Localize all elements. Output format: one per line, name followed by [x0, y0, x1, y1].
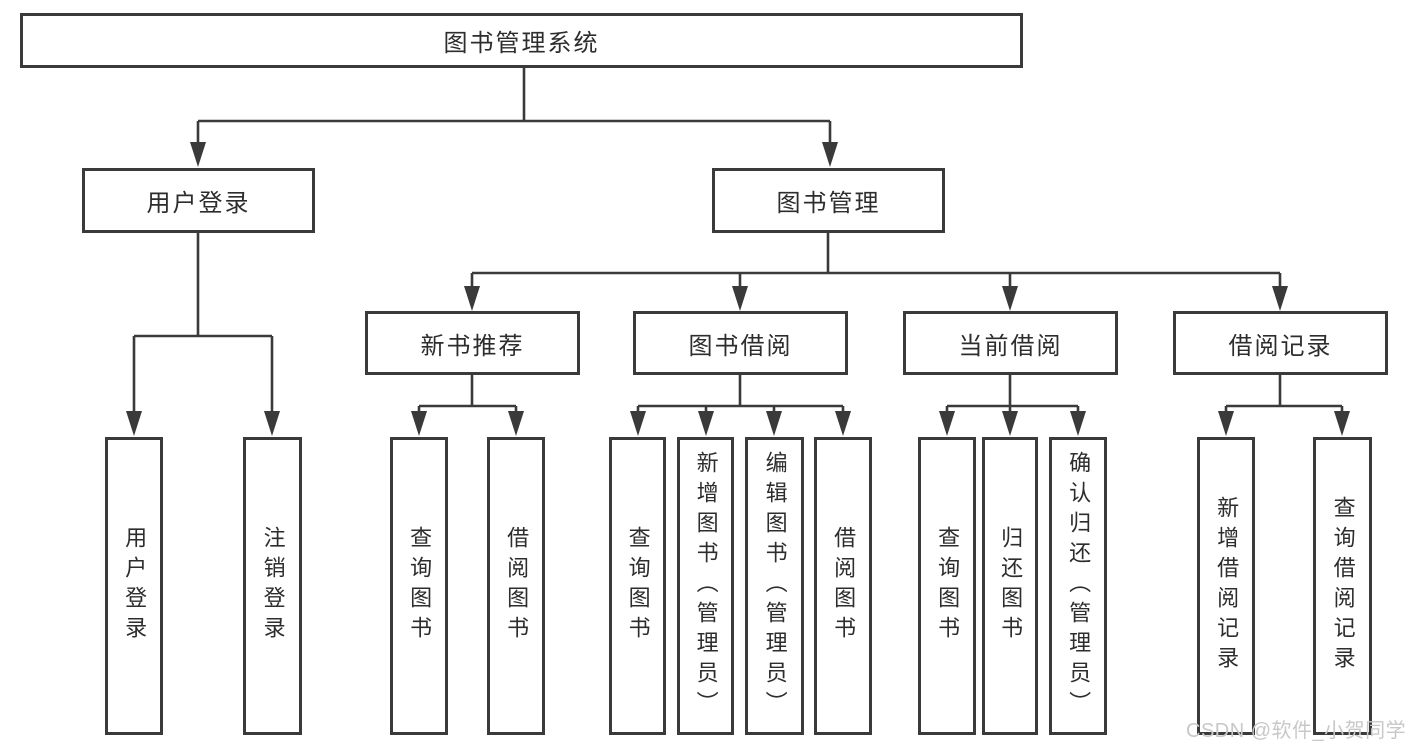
- arrow-down-icon: [1002, 286, 1018, 311]
- leaf-logout-login: 注销登录: [243, 437, 302, 735]
- leaf-confirm-return-admin: 确认归还（管理员）: [1049, 437, 1107, 735]
- arrow-down-icon: [411, 411, 427, 436]
- leaf-user-login: 用户登录: [105, 437, 163, 735]
- leaf-borrow-books-recommend: 借阅图书: [487, 437, 545, 735]
- leaf-borrow-books: 借阅图书: [814, 437, 872, 735]
- leaf-edit-book-admin: 编辑图书（管理员）: [745, 437, 804, 735]
- connector-book-mgmt-to-level3: [470, 233, 1282, 295]
- csdn-watermark: CSDN @软件_小贺同学: [1186, 720, 1405, 742]
- leaf-query-books-current: 查询图书: [918, 437, 976, 735]
- arrow-down-icon: [766, 411, 782, 436]
- arrow-down-icon: [464, 286, 480, 311]
- arrow-down-icon: [1334, 411, 1350, 436]
- arrow-down-icon: [264, 411, 280, 436]
- connector-book-borrow-branch: [636, 375, 845, 420]
- arrow-down-icon: [698, 411, 714, 436]
- leaf-query-books-recommend: 查询图书: [390, 437, 448, 735]
- node-book-borrow: 图书借阅: [633, 311, 848, 375]
- arrow-down-icon: [1272, 286, 1288, 311]
- node-user-login: 用户登录: [82, 168, 315, 233]
- arrow-down-icon: [126, 411, 142, 436]
- leaf-query-books-borrow: 查询图书: [609, 437, 666, 735]
- node-system-root: 图书管理系统: [20, 13, 1023, 68]
- arrow-down-icon: [835, 411, 851, 436]
- leaf-return-book: 归还图书: [982, 437, 1038, 735]
- arrow-down-icon: [732, 286, 748, 311]
- connector-user-login-branch: [132, 233, 274, 420]
- arrow-down-icon: [939, 411, 955, 436]
- arrow-down-icon: [822, 142, 838, 167]
- connector-borrow-record-branch: [1224, 375, 1344, 420]
- node-current-borrow: 当前借阅: [903, 311, 1118, 375]
- node-new-book-recommend: 新书推荐: [365, 311, 580, 375]
- connector-new-book-branch: [417, 375, 518, 420]
- arrow-down-icon: [1218, 411, 1234, 436]
- leaf-query-borrow-record: 查询借阅记录: [1313, 437, 1372, 735]
- node-borrow-records: 借阅记录: [1173, 311, 1388, 375]
- leaf-add-borrow-record: 新增借阅记录: [1197, 437, 1255, 735]
- arrow-down-icon: [1002, 411, 1018, 436]
- node-book-management: 图书管理: [712, 168, 945, 233]
- connector-root-to-level2: [196, 68, 832, 150]
- leaf-add-book-admin: 新增图书（管理员）: [677, 437, 734, 735]
- arrow-down-icon: [508, 411, 524, 436]
- arrowheads: [126, 142, 1350, 436]
- arrow-down-icon: [1070, 411, 1086, 436]
- arrow-down-icon: [190, 142, 206, 167]
- arrow-down-icon: [630, 411, 646, 436]
